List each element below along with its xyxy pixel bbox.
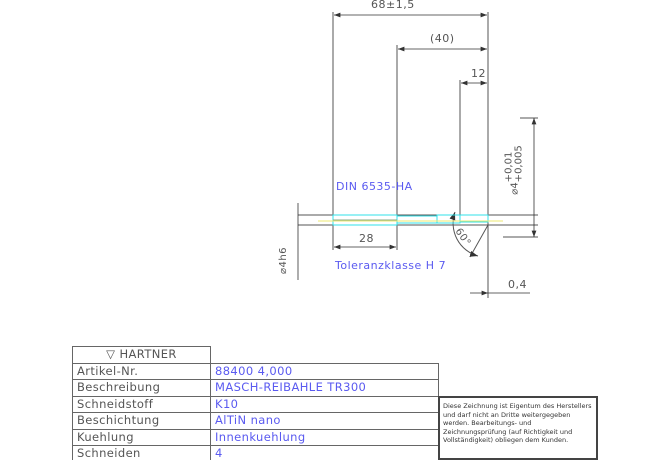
- ownership-note: Diese Zeichnung ist Eigentum des Herstel…: [438, 396, 598, 460]
- title-block: ▽ HARTNER Artikel-Nr.88400 4,000 Beschre…: [72, 346, 439, 460]
- table-row: Artikel-Nr.88400 4,000: [72, 362, 439, 380]
- tolerance-class-label: Toleranzklasse H 7: [335, 259, 447, 272]
- cutting-dia-label: ⌀4+0,01+0,005: [503, 145, 525, 195]
- dim-cutting-length-label: 12: [471, 67, 486, 80]
- shank-dia-label: ⌀4h6: [278, 246, 290, 275]
- chamfer-length-label: 0,4: [508, 278, 527, 291]
- standard-label: DIN 6535-HA: [336, 180, 413, 193]
- dim-overall-length-label: 68±1,5: [371, 0, 415, 11]
- dim-head-length-label: (40): [430, 32, 455, 45]
- hartner-logo: ▽ HARTNER: [72, 346, 211, 364]
- part-outline: [318, 214, 503, 226]
- dim-shank-length-label: 28: [359, 232, 374, 245]
